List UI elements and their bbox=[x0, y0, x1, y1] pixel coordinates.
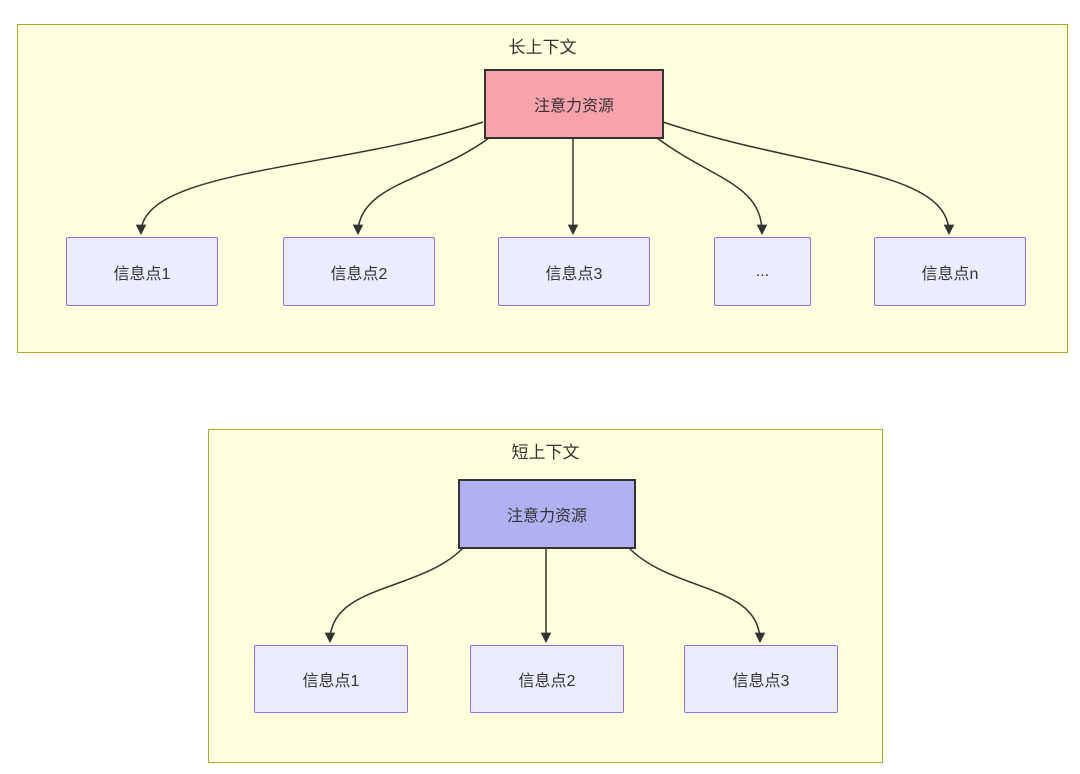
long-context-title: 长上下文 bbox=[508, 38, 577, 57]
short-context-title: 短上下文 bbox=[511, 443, 580, 462]
short-info-point-1-node: 信息点1 bbox=[254, 645, 408, 713]
long-info-point-ellipsis-node: ... bbox=[714, 237, 811, 306]
long-info-point-1-node: 信息点1 bbox=[66, 237, 218, 306]
long-attention-node: 注意力资源 bbox=[484, 69, 664, 139]
long-info-point-3-node: 信息点3 bbox=[498, 237, 650, 306]
long-info-point-2-node: 信息点2 bbox=[283, 237, 435, 306]
short-info-point-3-node: 信息点3 bbox=[684, 645, 838, 713]
short-attention-node: 注意力资源 bbox=[458, 479, 636, 549]
long-info-point-n-node: 信息点n bbox=[874, 237, 1026, 306]
short-info-point-2-node: 信息点2 bbox=[470, 645, 624, 713]
long-context-panel: 长上下文 注意力资源 信息点1 信息点2 信息点3 ... 信息点n bbox=[17, 24, 1068, 353]
short-context-panel: 短上下文 注意力资源 信息点1 信息点2 信息点3 bbox=[208, 429, 883, 763]
